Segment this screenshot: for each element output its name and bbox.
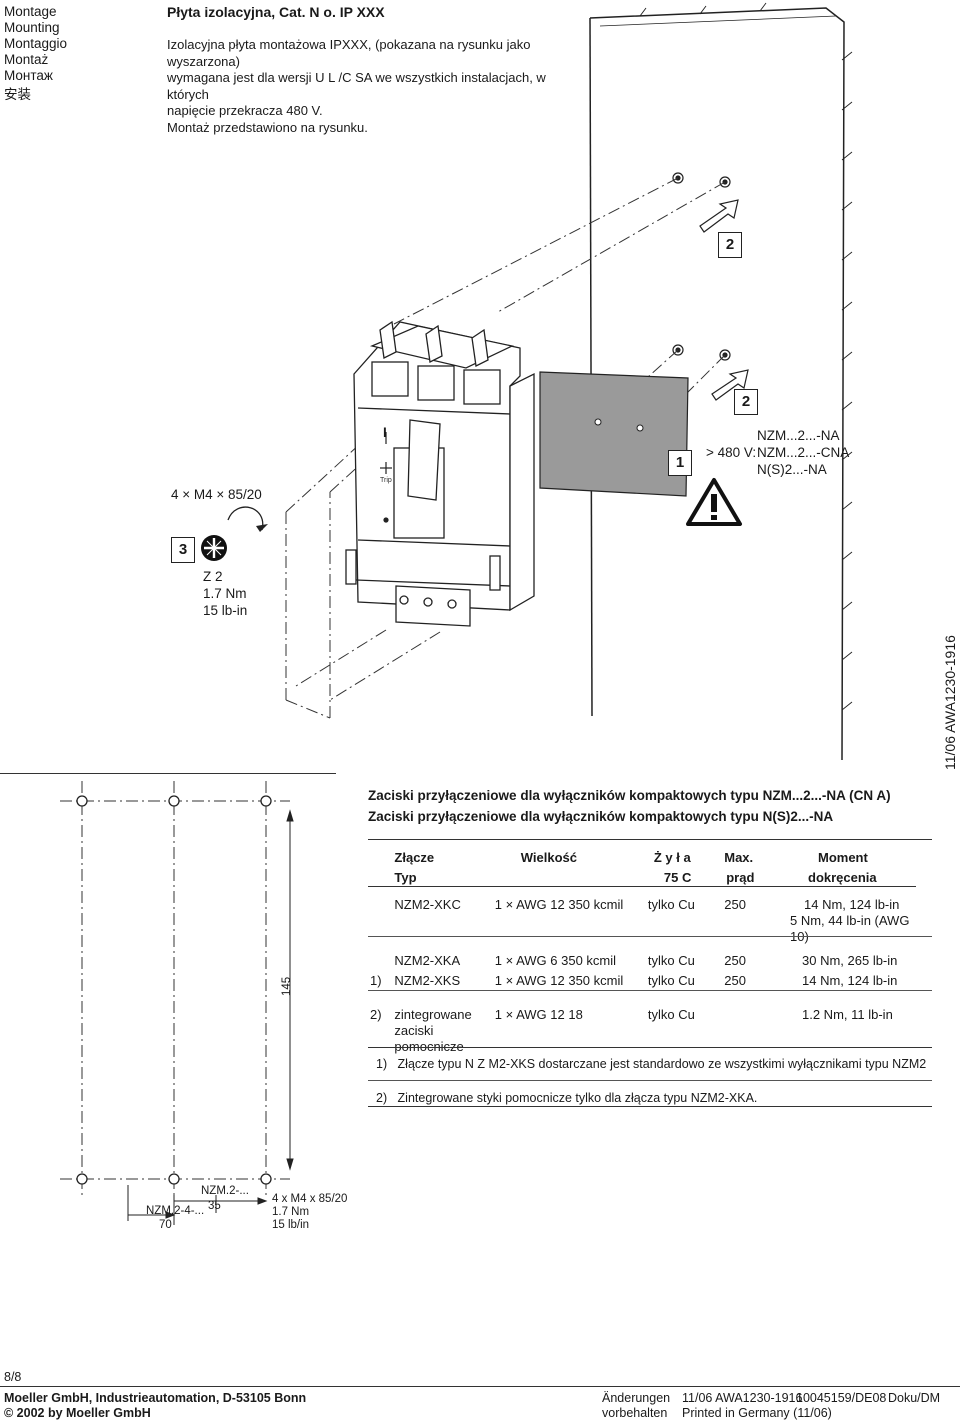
footnote-1: 1) Złącze typu N Z M2-XKS dostarczane je… [376, 1057, 927, 1071]
table-row: 1) NZM2-XKS 1 × AWG 12 350 kcmil tylko C… [370, 973, 898, 988]
step-badge-3: 3 [171, 537, 195, 563]
col-header-torque: Moment [818, 850, 868, 865]
drill-holes [76, 795, 272, 1185]
intro-line-4: Montaż przedstawiono na rysunku. [167, 119, 368, 135]
dim-height-label: 145 [281, 976, 293, 996]
terminal-table: Złącze Wielkość Ż y ł a Max. Moment Typ … [368, 850, 916, 1055]
variant-1: NZM...2...-NA [757, 428, 840, 443]
lang-zh: 安装 [4, 87, 31, 102]
dim-nzm2-label: NZM.2-... [201, 1185, 249, 1197]
footer-company: Moeller GmbH, Industrieautomation, D-531… [4, 1391, 307, 1405]
variant-3: N(S)2...-NA [757, 462, 827, 477]
lang-en: Mounting [4, 20, 60, 35]
language-list: Montage Mounting Montaggio Montaż Монтаж… [4, 4, 67, 103]
table-row-rule [368, 990, 932, 991]
table-top-rule [368, 839, 932, 840]
footer-changes-2: vorbehalten [602, 1406, 668, 1420]
torque-label: Z 2 1.7 Nm 15 lb-in [203, 568, 247, 619]
separator-line [0, 773, 336, 774]
table-header-row-1: Złącze Wielkość Ż y ł a Max. Moment [368, 850, 916, 866]
lang-de: Montage [4, 4, 57, 19]
lang-pl: Montaż [4, 52, 49, 67]
dim-nzm24-label: NZM.2-4-... [146, 1205, 205, 1217]
breaker-on-mark: I [383, 425, 387, 440]
intro-line-3: napięcie przekracza 480 V. [167, 103, 323, 118]
breaker-trip-label: Trip [380, 477, 392, 484]
footer-doc-id: 10045159/DE08 [796, 1391, 887, 1405]
footer-rule [0, 1386, 960, 1387]
footer-printed: Printed in Germany (11/06) [682, 1406, 832, 1420]
circuit-breaker [345, 320, 535, 627]
step-badge-2-top: 2 [718, 232, 742, 258]
col-header-current-2: prąd [726, 870, 755, 885]
pozidriv-icon [201, 535, 227, 561]
rotation-arrow [227, 506, 264, 531]
lang-it: Montaggio [4, 36, 68, 51]
page-title: Płyta izolacyjna, Cat. N o. IP XXX [167, 4, 385, 20]
dim-70-label: 70 [159, 1219, 172, 1231]
mounting-illustration: Trip [201, 2, 853, 761]
drill-screw-spec: 4 x M4 x 85/20 1.7 Nm 15 lb/in [272, 1193, 348, 1231]
table-row: NZM2-XKC 1 × AWG 12 350 kcmil tylko Cu 2… [368, 886, 916, 945]
col-header-conductor: Ż y ł a [653, 850, 691, 865]
caption-line-2: Zaciski przyłączeniowe dla wyłączników k… [368, 809, 834, 824]
table-row: 2) zintegrowane zaciski pomocnicze 1 × A… [370, 1007, 893, 1054]
mounting-wall [589, 2, 853, 761]
dim-35-label: 35 [208, 1200, 221, 1212]
col-header-temp: 75 C [663, 870, 692, 885]
table-header-row-2: Typ 75 C prąd dokręcenia [368, 866, 916, 887]
table-row: NZM2-XKA 1 × AWG 6 350 kcmil tylko Cu 25… [394, 953, 898, 968]
document-code-vertical: 11/06 AWA1230-1916 [942, 635, 958, 770]
screw-spec-label: 4 × M4 × 85/20 [171, 487, 262, 502]
table-row-rule [368, 936, 932, 937]
insulating-plate [539, 371, 689, 497]
footer-copyright: © 2002 by Moeller GmbH [4, 1406, 151, 1420]
col-header-connector: Złącze [394, 850, 435, 865]
drilling-template [60, 781, 294, 1225]
voltage-prefix: > 480 V: [706, 445, 757, 460]
torque-line-3: 15 lb-in [203, 603, 248, 618]
table-bottom-rule [368, 1047, 932, 1048]
intro-line-2: wymagana jest dla wersji U L /C SA we ws… [167, 70, 546, 102]
footnote-rule [368, 1080, 932, 1081]
torque-line-1: Z 2 [203, 569, 223, 584]
intro-text: Izolacyjna płyta montażowa IPXXX, (pokaz… [167, 37, 547, 136]
step-badge-1: 1 [668, 450, 692, 476]
footnote-bottom-rule [368, 1106, 932, 1107]
caption-line-1: Zaciski przyłączeniowe dla wyłączników k… [368, 788, 891, 803]
footer-doc-code: 11/06 AWA1230-1916 [682, 1391, 803, 1405]
step-badge-2-bottom: 2 [734, 389, 758, 415]
torque-line-2: 1.7 Nm [203, 586, 247, 601]
col-header-type: Typ [394, 870, 417, 885]
footer-changes-1: Änderungen [602, 1391, 671, 1405]
intro-line-1: Izolacyjna płyta montażowa IPXXX, (pokaz… [167, 37, 531, 69]
variant-list: NZM...2...-NA NZM...2...-CNA N(S)2...-NA [757, 427, 849, 478]
breaker-symbols [380, 432, 392, 523]
col-header-torque-2: dokręcenia [808, 870, 877, 885]
warning-icon [686, 478, 742, 526]
col-header-current: Max. [724, 850, 754, 865]
lang-ru: Монтаж [4, 68, 53, 83]
col-header-size: Wielkość [520, 850, 578, 865]
variant-2: NZM...2...-CNA [757, 445, 850, 460]
page-number: 8/8 [4, 1370, 22, 1384]
wall-screw-holes [672, 172, 731, 361]
footer-doc-type: Doku/DM [888, 1391, 941, 1405]
footnote-2: 2) Zintegrowane styki pomocnicze tylko d… [376, 1091, 758, 1105]
terminal-caption: Zaciski przyłączeniowe dla wyłączników k… [368, 785, 891, 827]
